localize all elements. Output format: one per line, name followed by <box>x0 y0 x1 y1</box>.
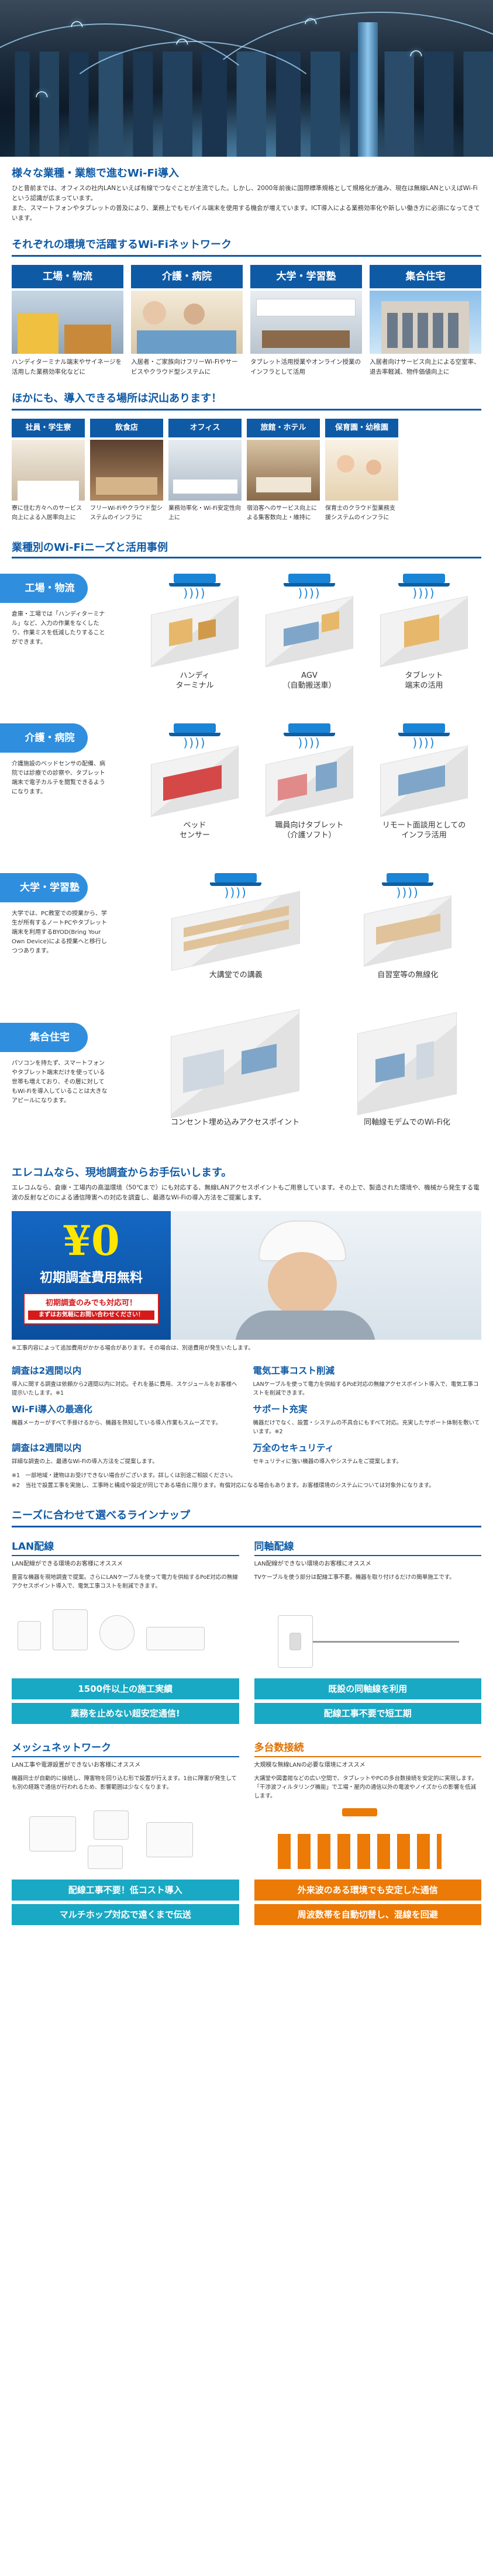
feature-item: Wi-Fi導入の最適化機器メーカーがすべて手掛けるから、機器を熟知している導入作… <box>12 1404 222 1426</box>
lineup-badge: 業務を止めない超安定通信! <box>12 1703 239 1724</box>
place-card-restaurant: 飲食店 フリーWi-Fiやクラウド型システムのインフラに <box>90 419 163 523</box>
lineup-grid: LAN配線 LAN配線ができる環境のお客様にオススメ 豊富な機器を現地調査で提案… <box>12 1538 481 1925</box>
place-card-office: オフィス 業務効率化・Wi-Fi安定性向上に <box>168 419 242 523</box>
access-point-icon <box>169 574 220 587</box>
lineup-badge: 配線工事不要！低コスト導入 <box>12 1880 239 1901</box>
usecase-item: )))) リモート面談用としての インフラ活用 <box>373 723 475 858</box>
usecase-item: )))) タブレット 端末の活用 <box>373 574 475 708</box>
apartment-photo <box>370 291 481 354</box>
feature-item: 調査は2週間以内導入に関する調査は依頼から2週間以内に対応。それを基に費用、スケ… <box>12 1365 237 1396</box>
intro-title: 様々な業種・業態で進むWi-Fi導入 <box>12 167 179 180</box>
footnote-1: ※1 一部地域・建物はお受けできない場合がございます。詳しくは別途ご相談ください… <box>12 1473 236 1479</box>
worker-photo <box>171 1211 481 1340</box>
usecase-item: )))) 自習室等の無線化 <box>357 873 459 1008</box>
wifi-icon: ◠ <box>35 88 49 105</box>
access-point-icon <box>284 723 335 736</box>
coax-products-image <box>254 1603 482 1674</box>
university-photo <box>250 291 362 354</box>
feature-item: 万全のセキュリティセキュリティに強い機器の導入やシステムをご提案します。 <box>253 1443 402 1465</box>
promo-title: 初期調査費用無料 <box>39 1271 143 1285</box>
survey-note: ※工事内容によって追加費用がかかる場合があります。その場合は、別途費用が発生いた… <box>12 1345 254 1351</box>
feature-item: 調査は2週間以内詳細な調査の上、最適なWi-Fiの導入方法をご提案します。 <box>12 1443 158 1465</box>
feature-item: サポート充実機器だけでなく、設置・システムの不具合にもすべて対応。充実したサポー… <box>253 1404 480 1435</box>
env-card-factory: 工場・物流 ハンディターミナル端末やサイネージを活用した業務効率化などに <box>12 265 123 377</box>
office-photo <box>168 440 242 501</box>
wifi-icon: ◠ <box>409 47 423 64</box>
usecase-university: 大学・学習塾 大学では、PC教室での授業から、学生が所有するノートPCやタブレッ… <box>0 873 481 1008</box>
hero-image: ◠ ◠ ◠ ◠ ◠ <box>0 0 493 157</box>
access-point-icon <box>398 574 450 587</box>
lineup-mesh: メッシュネットワーク LAN工事や電源設置ができないお客様にオススメ 機器同士が… <box>12 1739 239 1925</box>
usecase-factory: 工場・物流 倉庫・工場では「ハンディターミナル」など、入力の作業をなくしたり、作… <box>0 574 481 708</box>
usecase-item: コンセント埋め込みアクセスポイント <box>153 1009 317 1157</box>
promo-box: 初期調査のみでも対応可！ まずはお気軽にお問い合わせください！ <box>23 1293 159 1325</box>
usecase-tag: 集合住宅 <box>0 1023 88 1052</box>
place-card-nursery: 保育園・幼稚園 保育士のクラウド型業務支援システムのインフラに <box>325 419 398 523</box>
usecase-care: 介護・病院 介護施設のベッドセンサの配備、病院では診療での診察や、タブレット端末… <box>0 723 481 858</box>
promo-panel: ¥0 初期調査費用無料 初期調査のみでも対応可！ まずはお気軽にお問い合わせくだ… <box>12 1211 171 1340</box>
usecase-item: )))) 大講堂での講義 <box>160 873 312 1008</box>
wifi-icon: ◠ <box>304 15 318 32</box>
env-card-apartment: 集合住宅 入居者向けサービス向上による空室率、退去率軽減、物件価値向上に <box>370 265 481 377</box>
promo-zero: ¥0 <box>63 1216 120 1265</box>
usecase-tag: 介護・病院 <box>0 723 88 753</box>
env-card-university: 大学・学習塾 タブレット活用授業やオンライン授業のインフラとして活用 <box>250 265 362 377</box>
lineup-multi: 多台数接続 大規模な無線LANの必要な環境にオススメ 大講堂や図書館などの広い空… <box>254 1739 482 1925</box>
place-card-hotel: 旅館・ホテル 宿泊客へのサービス向上による集客数向上・維持に <box>247 419 320 523</box>
multi-connect-image <box>254 1805 482 1875</box>
access-point-icon <box>382 873 434 886</box>
env-card-care: 介護・病院 入居者・ご家族向けフリーWi-Fiやサービスやクラウド型システムに <box>131 265 243 377</box>
usecase-apartment: 集合住宅 パソコンを持たず、スマートフォンやタブレット端末だけを使っている世帯も… <box>0 1009 481 1157</box>
lineup-badge: 外来波のある環境でも安定した通信 <box>254 1880 481 1901</box>
access-point-icon <box>284 574 335 587</box>
mesh-products-image <box>12 1805 239 1875</box>
lineup-title: ニーズに合わせて選べるラインナップ <box>12 1507 481 1527</box>
footnote-2: ※2 当社で設置工事を実施し、工事時と構成や設定が同じである場合に限ります。有償… <box>12 1482 435 1489</box>
dorm-photo <box>12 440 85 501</box>
places-cards: 社員・学生寮 寮に住む方々へのサービス向上による入居率向上に 飲食店 フリーWi… <box>12 419 481 523</box>
lan-products-image <box>12 1603 239 1674</box>
lineup-lan: LAN配線 LAN配線ができる環境のお客様にオススメ 豊富な機器を現地調査で提案… <box>12 1538 239 1724</box>
lineup-badge: 周波数帯を自動切替し、混線を回避 <box>254 1904 481 1925</box>
usecase-item: )))) ハンディ ターミナル <box>144 574 246 708</box>
lineup-badge: 1500件以上の施工実績 <box>12 1678 239 1699</box>
access-point-icon <box>169 723 220 736</box>
features-grid: 調査は2週間以内導入に関する調査は依頼から2週間以内に対応。それを基に費用、スケ… <box>12 1359 481 1466</box>
nursery-photo <box>325 440 398 501</box>
survey-title: エレコムなら、現地調査からお手伝いします。 <box>12 1167 232 1179</box>
intro-text-2: また、スマートフォンやタブレットの普及により、業務上でもモバイル端末を使用する機… <box>12 205 480 222</box>
restaurant-photo <box>90 440 163 501</box>
usecase-item: )))) ベッド センサー <box>144 723 246 858</box>
env-cards: 工場・物流 ハンディターミナル端末やサイネージを活用した業務効率化などに 介護・… <box>12 265 481 377</box>
hotel-photo <box>247 440 320 501</box>
lineup-coax: 同軸配線 LAN配線ができない環境のお客様にオススメ TVケーブルを使う部分は配… <box>254 1538 482 1724</box>
page: ◠ ◠ ◠ ◠ ◠ 様々な業種・業態で進むWi-Fi導入 ひと昔前までは、オフィ… <box>0 0 493 1925</box>
places-title: ほかにも、導入できる場所は沢山あります！ <box>12 390 481 411</box>
lineup-badge: 配線工事不要で短工期 <box>254 1703 481 1724</box>
usecases-title: 業種別のWi-Fiニーズと活用事例 <box>12 542 168 554</box>
usecase-item: )))) 職員向けタブレット （介護ソフト） <box>258 723 361 858</box>
care-photo <box>131 291 243 354</box>
lineup-badge: 既設の同軸線を利用 <box>254 1678 481 1699</box>
survey-text: エレコムなら、倉庫・工場内の高温環境（50℃まで）にも対応する、無線LANアクセ… <box>12 1184 480 1201</box>
access-point-icon <box>398 723 450 736</box>
wifi-icon: ◠ <box>70 18 84 35</box>
wifi-icon: ◠ <box>175 35 189 53</box>
promo-banner: ¥0 初期調査費用無料 初期調査のみでも対応可！ まずはお気軽にお問い合わせくだ… <box>12 1211 481 1340</box>
env-title: それぞれの環境で活躍するWi-Fiネットワーク <box>12 236 481 257</box>
usecase-tag: 工場・物流 <box>0 574 88 603</box>
factory-photo <box>12 291 123 354</box>
lineup-badge: マルチホップ対応で遠くまで伝送 <box>12 1904 239 1925</box>
usecase-item: )))) AGV （自動搬送車） <box>258 574 361 708</box>
usecase-item: 同軸線モデムでのWi-Fi化 <box>349 1012 466 1157</box>
usecase-tag: 大学・学習塾 <box>0 873 88 902</box>
intro-text: ひと昔前までは、オフィスの社内LANといえば有線でつなぐことが主流でした。しかし… <box>12 185 478 202</box>
place-card-dorm: 社員・学生寮 寮に住む方々へのサービス向上による入居率向上に <box>12 419 85 523</box>
access-point-icon <box>210 873 262 886</box>
